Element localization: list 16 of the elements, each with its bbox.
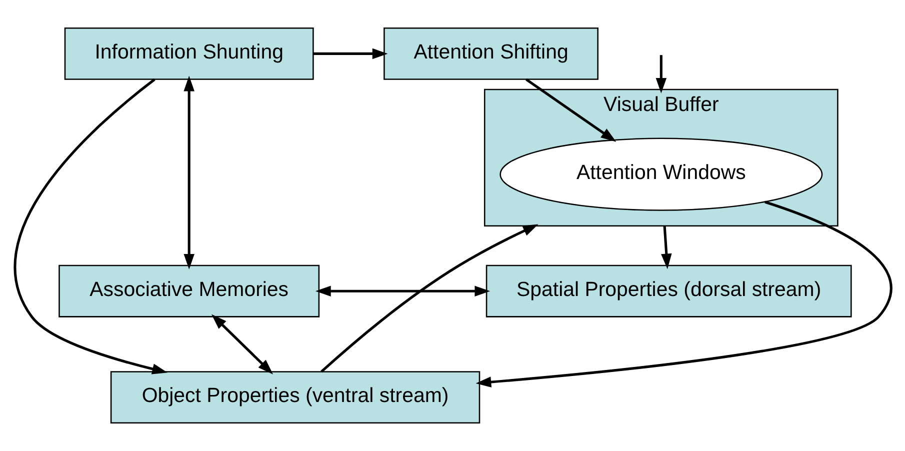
arrow [525, 78, 616, 142]
arrow [475, 200, 892, 388]
arrow [14, 78, 168, 374]
arrow [210, 314, 273, 374]
node-box: Spatial Properties (dorsal stream) [485, 264, 852, 318]
node-ellipse: Attention Windows [499, 138, 822, 211]
node-box: Information Shunting [64, 27, 314, 80]
arrow [313, 48, 388, 60]
node-box: Attention Shifting [383, 27, 598, 80]
node-box: Associative Memories [58, 264, 320, 318]
node-box: Object Properties (ventral stream) [110, 371, 480, 424]
arrow [660, 226, 672, 270]
arrow [314, 286, 490, 296]
arrow [655, 55, 666, 94]
arrow [320, 224, 538, 373]
arrow [183, 76, 194, 270]
